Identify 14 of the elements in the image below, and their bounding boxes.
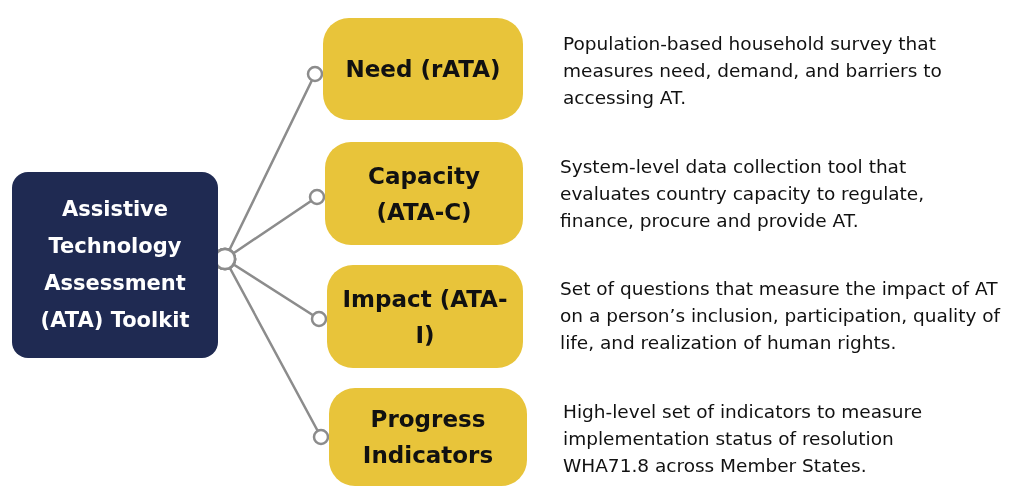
category-box <box>325 142 523 245</box>
node-label: Progress Indicators <box>361 405 495 470</box>
node-label: Capacity (ATA-C) <box>367 161 481 227</box>
node-label: Assistive Technology Assessment (ATA) Toolkit <box>39 196 191 334</box>
category-box <box>323 18 523 120</box>
description-text: High-level set of indicators to measure implementation status of resolution WHA71.8 across Member States. <box>563 400 924 478</box>
description-text: Set of questions that measure the impact of AT on a person’s inclusion, participation, quality of life, and realization of human rights. <box>560 277 1002 355</box>
title-box <box>12 172 218 358</box>
category-box <box>329 388 527 486</box>
description-text: Population-based household survey that measures need, demand, and barriers to accessing AT. <box>563 32 943 110</box>
node-label: Need (rATA) <box>345 55 501 84</box>
node-label: Impact (ATA-I) <box>341 284 509 350</box>
description-text: System-level data collection tool that evaluates country capacity to regulate, finance, procure and provide AT. <box>560 155 926 233</box>
category-box <box>327 265 523 368</box>
